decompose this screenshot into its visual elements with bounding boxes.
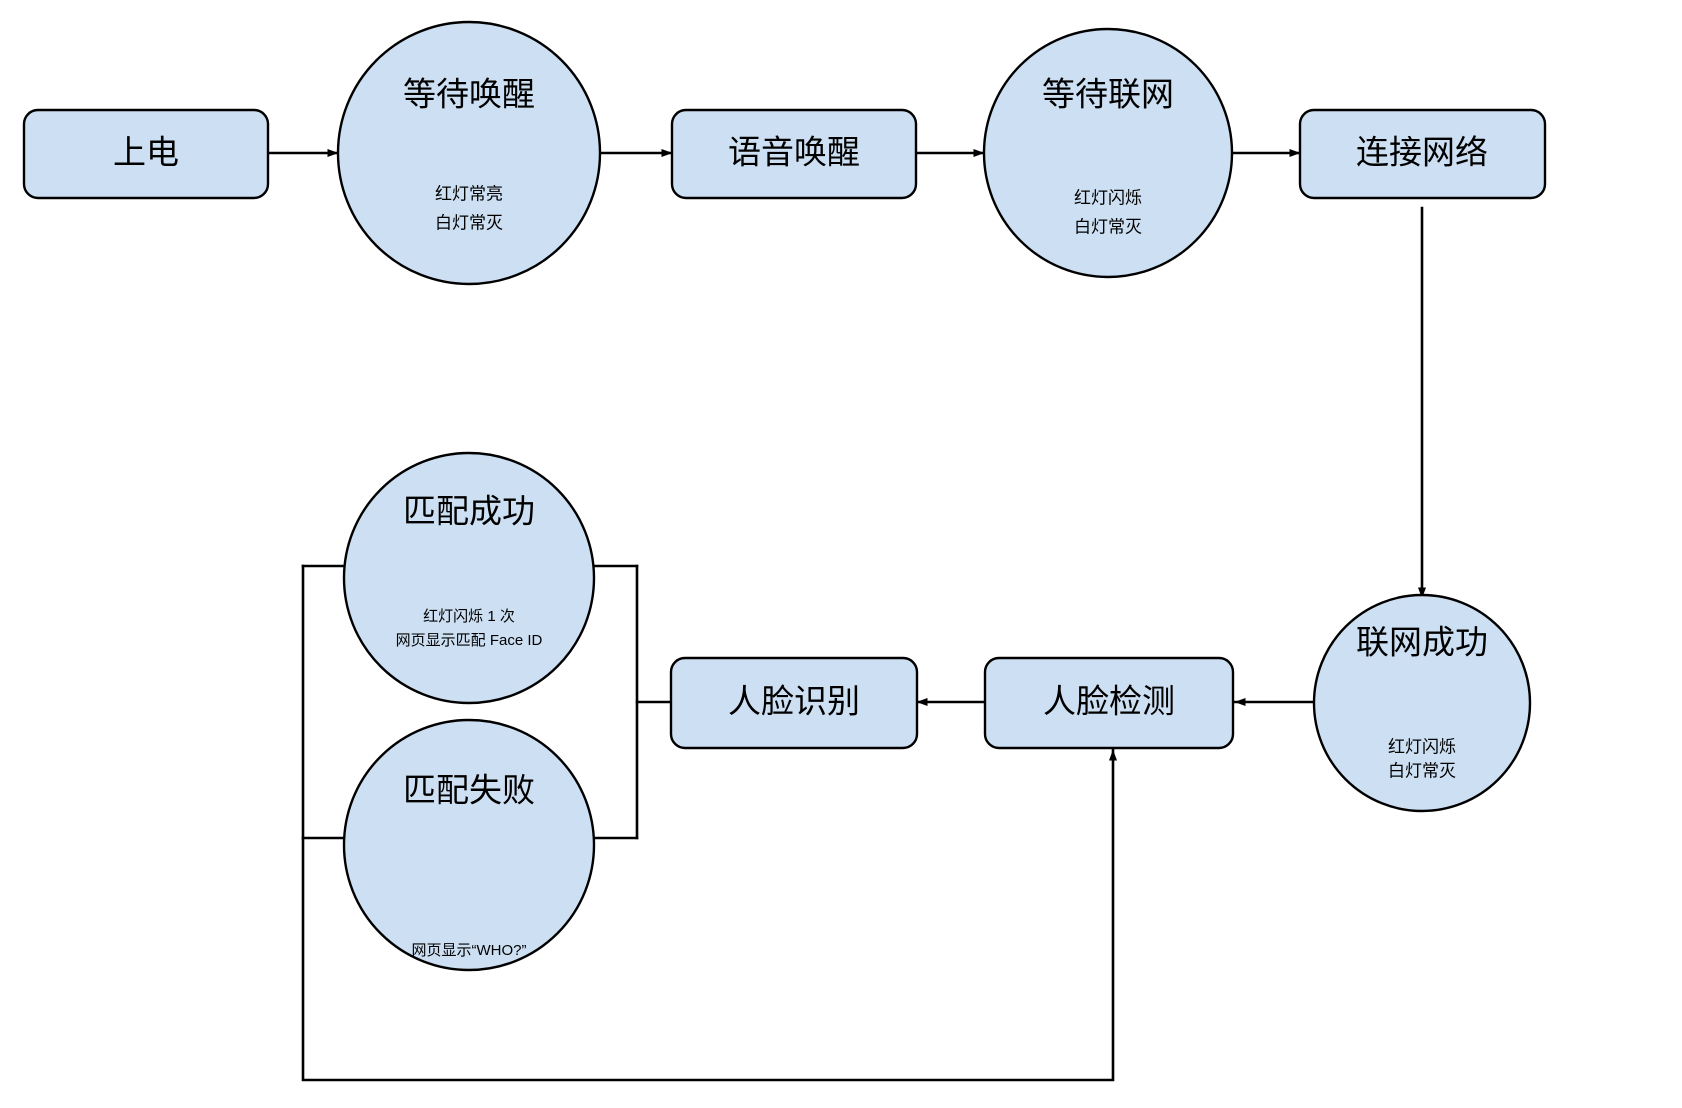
match-fail-sub-1: 网页显示“WHO?” [412, 942, 527, 959]
node-wait-network[interactable]: 等待联网 红灯闪烁 白灯常灭 [982, 27, 1234, 279]
match-success-label: 匹配成功 [403, 493, 535, 530]
node-connect-network[interactable]: 连接网络 [1298, 108, 1547, 200]
wait-wakeup-sub-1: 红灯常亮 [435, 184, 503, 203]
node-match-fail[interactable]: 匹配失败 网页显示“WHO?” [342, 718, 596, 972]
wait-network-shape[interactable] [982, 27, 1234, 279]
face-detect-label: 人脸检测 [1043, 683, 1175, 720]
connect-network-shape[interactable] [1298, 108, 1547, 200]
wait-wakeup-label: 等待唤醒 [403, 76, 535, 113]
match-fail-label: 匹配失败 [403, 772, 535, 809]
voice-wakeup-label: 语音唤醒 [728, 134, 860, 171]
voice-wakeup-shape[interactable] [670, 108, 918, 200]
edge-feedback-loop-to-face-detect [301, 748, 1117, 1082]
match-success-shape[interactable] [342, 451, 596, 705]
face-recognize-shape[interactable] [669, 656, 919, 750]
power-on-label: 上电 [113, 134, 179, 171]
match-fail-shape[interactable] [342, 718, 596, 972]
node-wait-wakeup[interactable]: 等待唤醒 红灯常亮 白灯常灭 [336, 20, 602, 286]
node-power-on[interactable]: 上电 [22, 108, 270, 200]
wait-network-sub-1: 红灯闪烁 [1074, 188, 1142, 207]
wait-wakeup-shape[interactable] [336, 20, 602, 286]
network-success-sub-1: 红灯闪烁 [1388, 737, 1456, 756]
match-success-sub-2: 网页显示匹配 Face ID [396, 632, 543, 649]
node-face-detect[interactable]: 人脸检测 [983, 656, 1235, 750]
network-success-shape[interactable] [1312, 593, 1532, 813]
face-detect-shape[interactable] [983, 656, 1235, 750]
node-face-recognize[interactable]: 人脸识别 [669, 656, 919, 750]
node-network-success[interactable]: 联网成功 红灯闪烁 白灯常灭 [1312, 593, 1532, 813]
wait-network-sub-2: 白灯常灭 [1074, 217, 1142, 236]
node-match-success[interactable]: 匹配成功 红灯闪烁 1 次 网页显示匹配 Face ID [342, 451, 596, 705]
network-success-label: 联网成功 [1356, 624, 1488, 661]
face-recognize-label: 人脸识别 [728, 683, 860, 720]
match-success-sub-1: 红灯闪烁 1 次 [423, 608, 515, 625]
wait-network-label: 等待联网 [1042, 76, 1174, 113]
power-on-shape[interactable] [22, 108, 270, 200]
connect-network-label: 连接网络 [1356, 134, 1488, 171]
node-voice-wakeup[interactable]: 语音唤醒 [670, 108, 918, 200]
wait-wakeup-sub-2: 白灯常灭 [435, 213, 503, 232]
network-success-sub-2: 白灯常灭 [1388, 761, 1456, 780]
